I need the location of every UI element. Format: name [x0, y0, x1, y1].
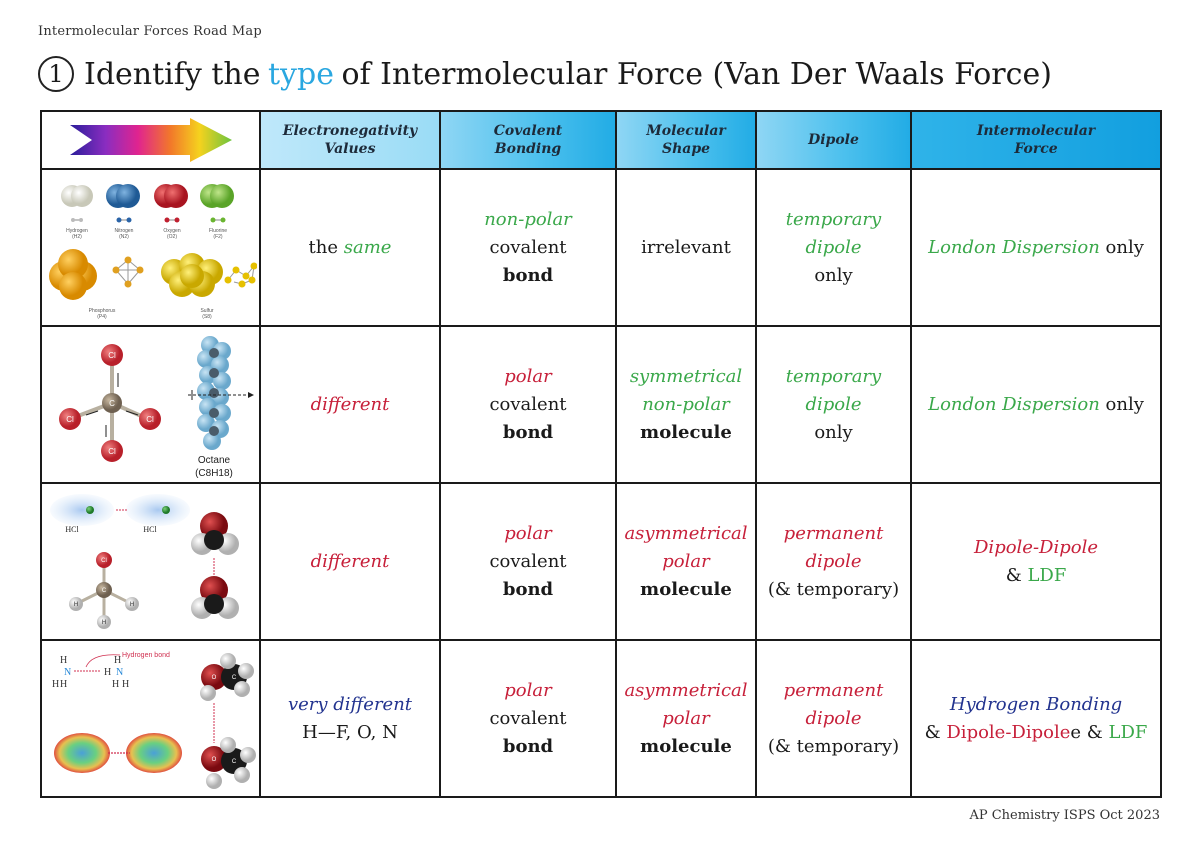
cell-intermolecular-force: London Dispersion only	[910, 168, 1162, 327]
svg-text:Fluorine: Fluorine	[209, 228, 227, 234]
svg-text:(N2): (N2)	[119, 234, 129, 240]
hydrogen-bond-image: H H H N H N H H H Hydrogen bond	[40, 639, 261, 798]
svg-text:H: H	[104, 667, 111, 678]
svg-text:H: H	[52, 679, 59, 690]
document-top-title: Intermolecular Forces Road Map	[38, 24, 262, 39]
rainbow-arrow-cell	[40, 110, 261, 170]
svg-text:Hydrogen: Hydrogen	[66, 228, 88, 234]
svg-text:H: H	[122, 679, 129, 690]
svg-text:N: N	[116, 667, 123, 678]
svg-text:C: C	[232, 675, 237, 681]
svg-text:N: N	[64, 667, 71, 678]
step-number-circle: 1	[38, 56, 74, 92]
svg-text:(F2): (F2)	[213, 234, 223, 240]
svg-text:O: O	[212, 757, 217, 763]
svg-text:H: H	[112, 679, 119, 690]
svg-text:Cl: Cl	[66, 415, 74, 424]
cell-intermolecular-force: Dipole-Dipole& LDF	[910, 482, 1162, 641]
svg-text:C: C	[102, 588, 107, 594]
svg-text:C: C	[109, 399, 115, 408]
table-row: H H H N H N H H H Hydrogen bond	[40, 639, 1162, 798]
cell-electronegativity: the same	[259, 168, 441, 327]
svg-text:(C8H18): (C8H18)	[195, 468, 233, 479]
diatomic-molecules-image: Hydrogen(H2) Nitrogen(N2) Oxygen(O2) Flu…	[40, 168, 261, 327]
cell-electronegativity: different	[259, 482, 441, 641]
svg-text:(O2): (O2)	[167, 234, 177, 240]
svg-text:H: H	[74, 602, 78, 608]
rainbow-arrow-icon	[69, 118, 232, 162]
svg-text:Cl: Cl	[108, 447, 116, 456]
svg-text:Cl: Cl	[101, 558, 107, 564]
heading-text-after: of Intermolecular Force (Van Der Waals F…	[341, 56, 1052, 92]
hcl-water-image: HCl HCl Cl C H H H	[40, 482, 261, 641]
svg-text:(P4): (P4)	[97, 314, 107, 320]
cell-intermolecular-force: Hydrogen Bonding& Dipole-Dipolee & LDF	[910, 639, 1162, 798]
svg-text:H: H	[130, 602, 134, 608]
footer-credit: AP Chemistry ISPS Oct 2023	[969, 808, 1160, 823]
cell-electronegativity: different	[259, 325, 441, 484]
svg-text:H: H	[60, 679, 67, 690]
svg-text:HCl: HCl	[65, 525, 79, 534]
svg-text:H: H	[114, 655, 121, 666]
cell-molecular-shape: irrelevant	[615, 168, 757, 327]
section-heading: 1 Identify the type of Intermolecular Fo…	[38, 56, 1052, 92]
header-dipole: Dipole	[755, 110, 912, 170]
svg-text:Sulfur: Sulfur	[200, 308, 213, 314]
svg-text:HCl: HCl	[143, 525, 157, 534]
svg-text:O: O	[212, 675, 217, 681]
svg-text:Hydrogen bond: Hydrogen bond	[122, 652, 170, 659]
svg-text:Cl: Cl	[146, 415, 154, 424]
svg-text:H: H	[102, 620, 106, 626]
svg-text:Phosphorus: Phosphorus	[89, 308, 116, 314]
svg-text:Octane: Octane	[198, 455, 231, 466]
cell-intermolecular-force: London Dispersion only	[910, 325, 1162, 484]
heading-highlight-word: type	[268, 56, 334, 92]
svg-text:Oxygen: Oxygen	[163, 228, 180, 234]
table-row: HCl HCl Cl C H H H	[40, 482, 1162, 641]
svg-text:C: C	[232, 759, 237, 765]
svg-text:Cl: Cl	[108, 351, 116, 360]
svg-text:(S8): (S8)	[202, 314, 212, 320]
svg-text:H: H	[60, 655, 67, 666]
svg-text:(H2): (H2)	[72, 234, 82, 240]
table-row: Hydrogen(H2) Nitrogen(N2) Oxygen(O2) Flu…	[40, 168, 1162, 327]
svg-text:Nitrogen: Nitrogen	[115, 228, 134, 234]
heading-text-before: Identify the	[84, 56, 261, 92]
